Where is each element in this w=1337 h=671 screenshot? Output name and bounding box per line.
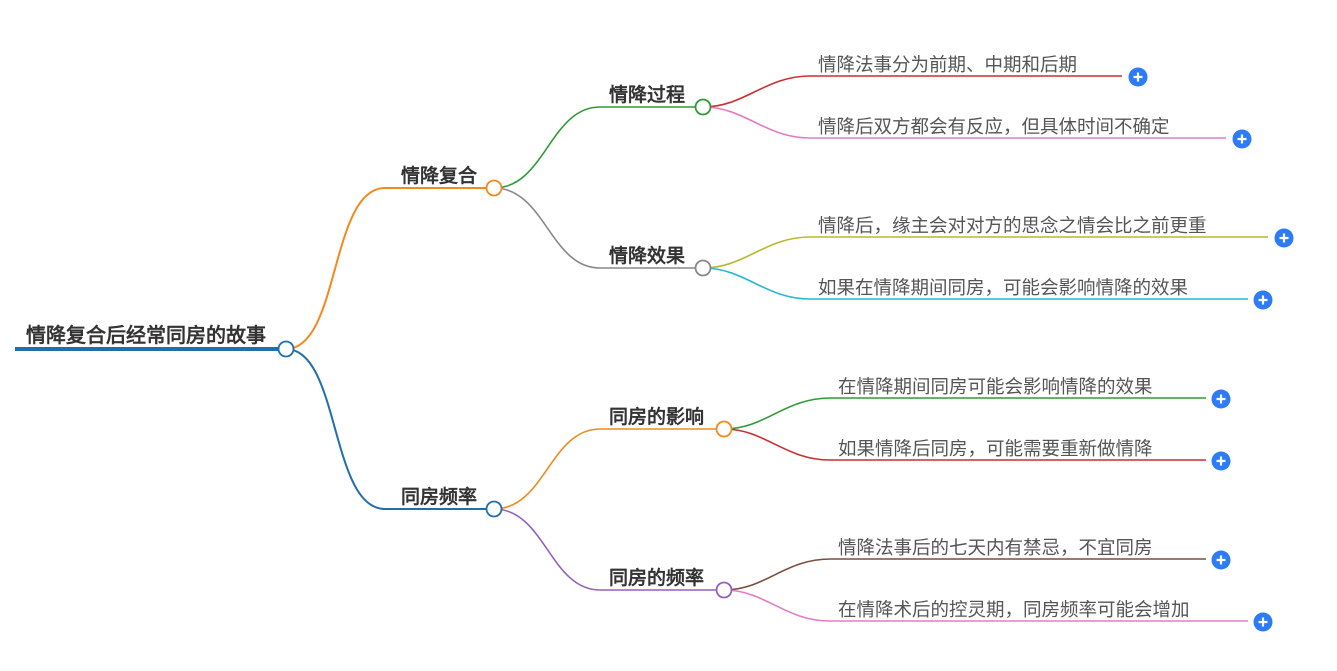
- plus-circle-icon[interactable]: [1232, 129, 1252, 149]
- plus-circle-icon[interactable]: [1253, 290, 1273, 310]
- connector-branch-2-sub-2: [493, 508, 724, 591]
- leaf-node-label-7[interactable]: 情降法事后的七天内有禁忌，不宜同房: [838, 538, 1153, 559]
- leaf-node-label-8[interactable]: 在情降术后的控灵期，同房频率可能会增加: [838, 600, 1190, 621]
- sub-node-label-2-2[interactable]: 同房的频率: [609, 566, 704, 589]
- plus-circle-icon[interactable]: [1211, 550, 1231, 570]
- branch-1-collapse-toggle[interactable]: [485, 179, 503, 197]
- connector-leaf-7: [723, 558, 1206, 591]
- connector-leaf-4: [702, 267, 1248, 300]
- plus-circle-icon[interactable]: [1274, 228, 1294, 248]
- connector-branch-1-sub-1: [493, 106, 703, 189]
- connectors: [15, 75, 1268, 622]
- connector-leaf-5: [723, 397, 1206, 430]
- root-collapse-toggle[interactable]: [277, 340, 295, 358]
- connector-leaf-1: [702, 75, 1122, 108]
- sub-node-label-1-2[interactable]: 情降效果: [609, 244, 685, 267]
- branch-2-collapse-toggle[interactable]: [485, 500, 503, 518]
- leaf-node-label-1[interactable]: 情降法事分为前期、中期和后期: [818, 55, 1077, 76]
- node-toggles: [277, 98, 733, 599]
- root-node-label[interactable]: 情降复合后经常同房的故事: [26, 323, 266, 347]
- expand-buttons: [1128, 67, 1294, 632]
- leaf-node-label-2[interactable]: 情降后双方都会有反应，但具体时间不确定: [818, 117, 1170, 138]
- plus-circle-icon[interactable]: [1128, 67, 1148, 87]
- sub-1-2-collapse-toggle[interactable]: [694, 259, 712, 277]
- leaf-node-label-4[interactable]: 如果在情降期间同房，可能会影响情降的效果: [818, 278, 1188, 299]
- leaf-node-label-5[interactable]: 在情降期间同房可能会影响情降的效果: [838, 377, 1153, 398]
- connector-branch-1-sub-2: [493, 187, 703, 269]
- connector-branch-2-sub-1: [493, 428, 724, 510]
- sub-2-2-collapse-toggle[interactable]: [715, 581, 733, 599]
- sub-node-label-2-1[interactable]: 同房的影响: [609, 405, 704, 428]
- connector-root-branch-1: [285, 187, 494, 350]
- connector-leaf-6: [723, 428, 1206, 461]
- plus-circle-icon[interactable]: [1253, 612, 1273, 632]
- connector-leaf-2: [702, 106, 1226, 139]
- plus-circle-icon[interactable]: [1211, 389, 1231, 409]
- branch-node-label-1[interactable]: 情降复合: [401, 164, 478, 187]
- sub-2-1-collapse-toggle[interactable]: [715, 420, 733, 438]
- branch-node-label-2[interactable]: 同房频率: [401, 485, 477, 508]
- node-labels: 情降复合后经常同房的故事 情降复合 同房频率 情降过程 情降效果 同房的影响 同…: [26, 55, 1207, 621]
- plus-circle-icon[interactable]: [1211, 451, 1231, 471]
- connector-leaf-8: [723, 589, 1248, 622]
- connector-root-branch-2: [285, 348, 494, 510]
- sub-1-1-collapse-toggle[interactable]: [694, 98, 712, 116]
- connector-leaf-3: [702, 236, 1268, 269]
- leaf-node-label-3[interactable]: 情降后，缘主会对对方的思念之情会比之前更重: [818, 215, 1207, 237]
- leaf-node-label-6[interactable]: 如果情降后同房，可能需要重新做情降: [838, 439, 1153, 460]
- sub-node-label-1-1[interactable]: 情降过程: [609, 83, 685, 106]
